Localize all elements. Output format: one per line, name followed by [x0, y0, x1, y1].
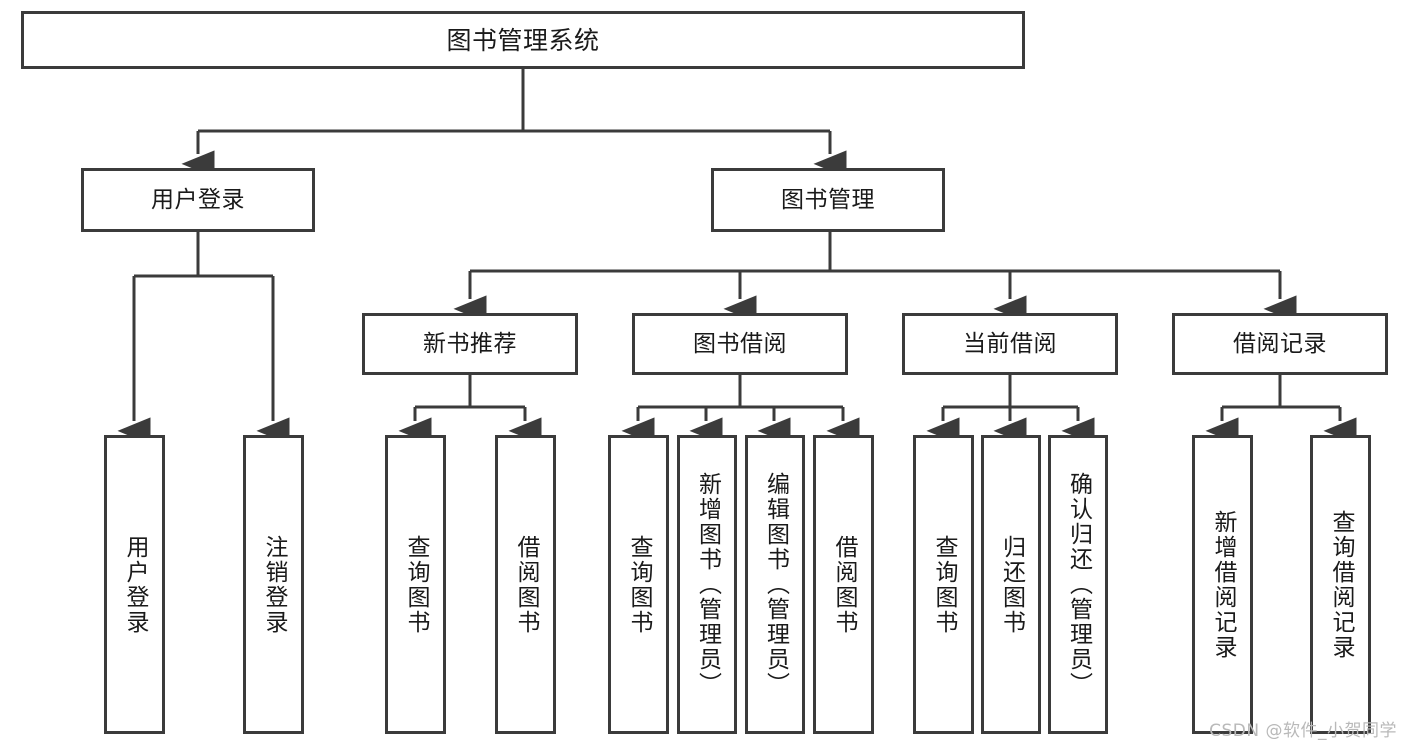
- node-leaf-confirm-return[interactable]: 确认归还（管理员）: [1048, 435, 1108, 734]
- node-leaf-edit-book[interactable]: 编辑图书（管理员）: [745, 435, 805, 734]
- csdn-watermark: CSDN @软件_小贺同学: [1209, 721, 1397, 741]
- node-leaf-query-book-2-label: 查询图书: [626, 534, 652, 635]
- node-leaf-query-book-1[interactable]: 查询图书: [385, 435, 446, 734]
- node-leaf-return-book-label: 归还图书: [998, 534, 1025, 635]
- node-leaf-borrow-book-2-label: 借阅图书: [831, 534, 857, 635]
- node-new-book-recommend[interactable]: 新书推荐: [362, 313, 578, 375]
- node-leaf-add-book-label: 新增图书（管理员）: [694, 472, 721, 697]
- node-leaf-borrow-book-1[interactable]: 借阅图书: [495, 435, 556, 734]
- node-leaf-add-record[interactable]: 新增借阅记录: [1192, 435, 1253, 734]
- node-leaf-edit-book-label: 编辑图书（管理员）: [762, 472, 789, 697]
- node-leaf-borrow-book-2[interactable]: 借阅图书: [813, 435, 874, 734]
- node-leaf-return-book[interactable]: 归还图书: [981, 435, 1041, 734]
- node-leaf-query-record[interactable]: 查询借阅记录: [1310, 435, 1371, 734]
- node-leaf-borrow-book-1-label: 借阅图书: [513, 534, 539, 635]
- node-book-borrow[interactable]: 图书借阅: [632, 313, 848, 375]
- node-leaf-confirm-return-label: 确认归还（管理员）: [1065, 472, 1092, 697]
- node-book-management-label: 图书管理: [781, 186, 875, 213]
- node-new-book-recommend-label: 新书推荐: [423, 330, 517, 357]
- node-leaf-query-book-3[interactable]: 查询图书: [913, 435, 974, 734]
- node-leaf-query-record-label: 查询借阅记录: [1328, 509, 1354, 660]
- node-leaf-user-logout-label: 注销登录: [261, 534, 287, 635]
- node-leaf-user-logout[interactable]: 注销登录: [243, 435, 304, 734]
- node-leaf-query-book-3-label: 查询图书: [931, 534, 957, 635]
- node-book-borrow-label: 图书借阅: [693, 330, 787, 357]
- node-leaf-user-login[interactable]: 用户登录: [104, 435, 165, 734]
- node-leaf-query-book-1-label: 查询图书: [403, 534, 429, 635]
- node-current-borrow[interactable]: 当前借阅: [902, 313, 1118, 375]
- node-leaf-add-book[interactable]: 新增图书（管理员）: [677, 435, 737, 734]
- node-user-login[interactable]: 用户登录: [81, 168, 315, 232]
- node-book-management[interactable]: 图书管理: [711, 168, 945, 232]
- node-leaf-user-login-label: 用户登录: [122, 534, 148, 635]
- node-root-label: 图书管理系统: [446, 25, 600, 55]
- node-leaf-query-book-2[interactable]: 查询图书: [608, 435, 669, 734]
- node-borrow-record-label: 借阅记录: [1233, 330, 1327, 357]
- node-borrow-record[interactable]: 借阅记录: [1172, 313, 1388, 375]
- node-root[interactable]: 图书管理系统: [21, 11, 1025, 69]
- node-leaf-add-record-label: 新增借阅记录: [1210, 509, 1236, 660]
- node-current-borrow-label: 当前借阅: [963, 330, 1057, 357]
- node-user-login-label: 用户登录: [151, 186, 245, 213]
